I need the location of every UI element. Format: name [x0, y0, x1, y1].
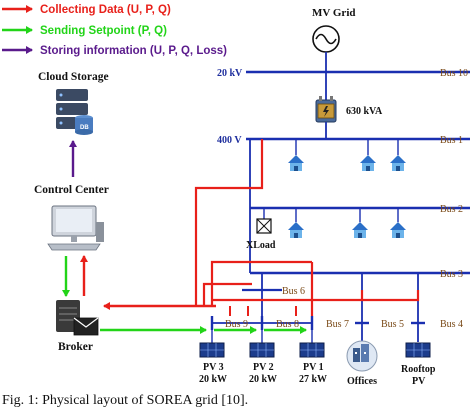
- transformer-rating-label: 630 kVA: [346, 106, 383, 117]
- bus-10-label: Bus 10: [440, 68, 468, 79]
- voltage-400v-label: 400 V: [217, 135, 242, 146]
- pv2-rating: 20 kW: [249, 374, 277, 385]
- house-icon: [288, 222, 304, 238]
- bus-7-label: Bus 7: [326, 319, 349, 330]
- xload-label: XLoad: [246, 240, 276, 251]
- transformer-icon: [315, 96, 337, 123]
- legend-setpoint-label: Sending Setpoint (P, Q): [40, 25, 167, 37]
- solar-panel-icon: [249, 342, 275, 358]
- solar-panel-icon: [405, 342, 431, 358]
- house-icon: [360, 155, 376, 171]
- offices-icon: [346, 340, 378, 372]
- house-icon: [288, 155, 304, 171]
- offices-label: Offices: [347, 376, 377, 387]
- bus-5-label: Bus 5: [381, 319, 404, 330]
- figure-caption: Fig. 1: Physical layout of SOREA grid [1…: [2, 393, 248, 408]
- legend-store-label: Storing information (U, P, Q, Loss): [40, 45, 227, 57]
- voltage-20kv-label: 20 kV: [217, 68, 243, 79]
- pv1-rating: 27 kW: [299, 374, 327, 385]
- pv2-name: PV 2: [253, 362, 274, 373]
- bus-8-label: Bus 8: [276, 319, 299, 330]
- pv3-rating: 20 kW: [199, 374, 227, 385]
- solar-panel-icon: [299, 342, 325, 358]
- cloud-storage-label: Cloud Storage: [38, 71, 109, 83]
- legend-collect-label: Collecting Data (U, P, Q): [40, 4, 171, 16]
- database-server-icon: [56, 89, 93, 135]
- mv-grid-label: MV Grid: [312, 7, 356, 19]
- bus-3-label: Bus 3: [440, 269, 463, 280]
- legend: Collecting Data (U, P, Q) Sending Setpoi…: [2, 4, 227, 57]
- control-center-label: Control Center: [34, 184, 109, 196]
- house-icon: [390, 155, 406, 171]
- pv3-name: PV 3: [203, 362, 224, 373]
- xload-icon: [256, 218, 272, 234]
- bus-6-label: Bus 6: [282, 286, 305, 297]
- broker-label: Broker: [58, 341, 93, 353]
- collect-lines: [103, 139, 420, 316]
- solar-panel-icon: [199, 342, 225, 358]
- db-label: DB: [80, 125, 89, 131]
- computer-icon: [47, 205, 104, 251]
- rooftop-label-line2: PV: [412, 376, 426, 387]
- bus-9-label: Bus 9: [225, 319, 248, 330]
- pv1-name: PV 1: [303, 362, 324, 373]
- bus-4-label: Bus 4: [440, 319, 463, 330]
- rooftop-label-line1: Rooftop: [401, 364, 436, 375]
- mail-envelope-icon: [73, 317, 99, 336]
- house-icon: [390, 222, 406, 238]
- house-icon: [352, 222, 368, 238]
- bus-2-label: Bus 2: [440, 204, 463, 215]
- mv-grid-source-icon: [312, 25, 340, 53]
- bus-1-label: Bus 1: [440, 135, 463, 146]
